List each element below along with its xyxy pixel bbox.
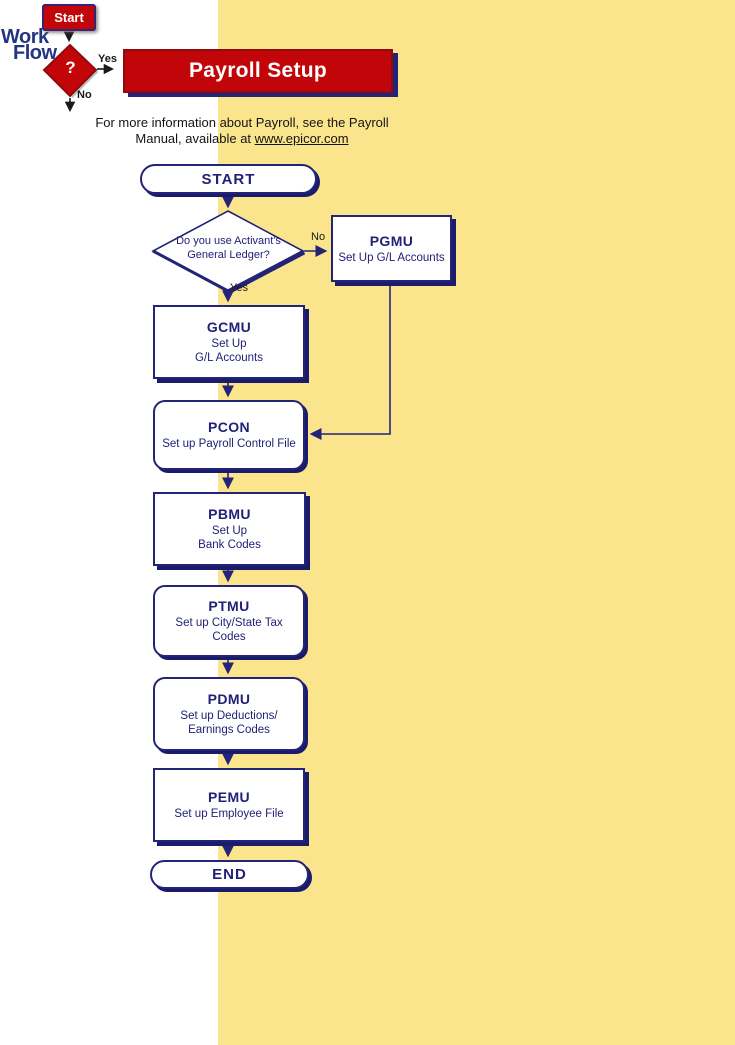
- payroll-setup-banner: Payroll Setup: [123, 49, 393, 93]
- workflow-brand-line2: Flow: [13, 42, 57, 64]
- epicor-link[interactable]: www.epicor.com: [254, 131, 349, 146]
- step-node-pdmu: PDMU Set up Deductions/ Earnings Codes: [153, 677, 305, 751]
- step-description: Set up Payroll Control File: [162, 438, 296, 450]
- logo-question-mark: ?: [65, 58, 76, 77]
- intro-line1: For more information about Payroll, see …: [95, 115, 389, 130]
- end-node-label: END: [212, 866, 247, 883]
- step-code: PDMU: [207, 691, 251, 707]
- step-node-pcon: PCON Set up Payroll Control File: [153, 400, 305, 470]
- step-code: PBMU: [208, 506, 251, 522]
- workflow-brand-line1: Work: [1, 26, 49, 48]
- start-node: START: [140, 164, 317, 194]
- step-code: PCON: [207, 419, 251, 435]
- end-node: END: [150, 860, 309, 889]
- decision-node-question: Do you use Activant's General Ledger?: [176, 235, 281, 261]
- logo-start-badge: Start: [42, 4, 96, 31]
- step-description: Set up Employee File: [174, 808, 284, 820]
- intro-line2: Manual, available at www.epicor.com: [58, 131, 426, 147]
- intro-text: For more information about Payroll, see …: [58, 115, 426, 147]
- step-node-ptmu: PTMU Set up City/State Tax Codes: [153, 585, 305, 657]
- logo-start-label: Start: [54, 10, 84, 25]
- logo-no-label: No: [77, 89, 92, 101]
- step-node-gcmu: GCMU Set Up G/L Accounts: [153, 305, 305, 379]
- step-node-pbmu: PBMU Set Up Bank Codes: [153, 492, 306, 566]
- decision-no-label: No: [311, 231, 326, 243]
- step-code: PGMU: [369, 232, 414, 249]
- step-code: GCMU: [206, 319, 252, 335]
- step-description: Set Up G/L Accounts: [338, 251, 445, 264]
- logo-yes-label: Yes: [98, 53, 117, 65]
- intro-line2-prefix: Manual, available at: [135, 131, 255, 146]
- step-node-pgmu: PGMU Set Up G/L Accounts: [331, 215, 452, 282]
- decision-yes-label: Yes: [230, 282, 248, 294]
- step-code: PEMU: [207, 789, 251, 805]
- start-node-label: START: [201, 170, 256, 188]
- step-node-pemu: PEMU Set up Employee File: [153, 768, 305, 842]
- step-description: Set up City/State Tax Codes: [175, 617, 283, 643]
- step-code: PTMU: [208, 598, 250, 614]
- step-description: Set up Deductions/ Earnings Codes: [180, 710, 278, 736]
- step-description: Set Up G/L Accounts: [195, 338, 263, 364]
- step-description: Set Up Bank Codes: [198, 525, 261, 551]
- banner-title: Payroll Setup: [188, 59, 328, 82]
